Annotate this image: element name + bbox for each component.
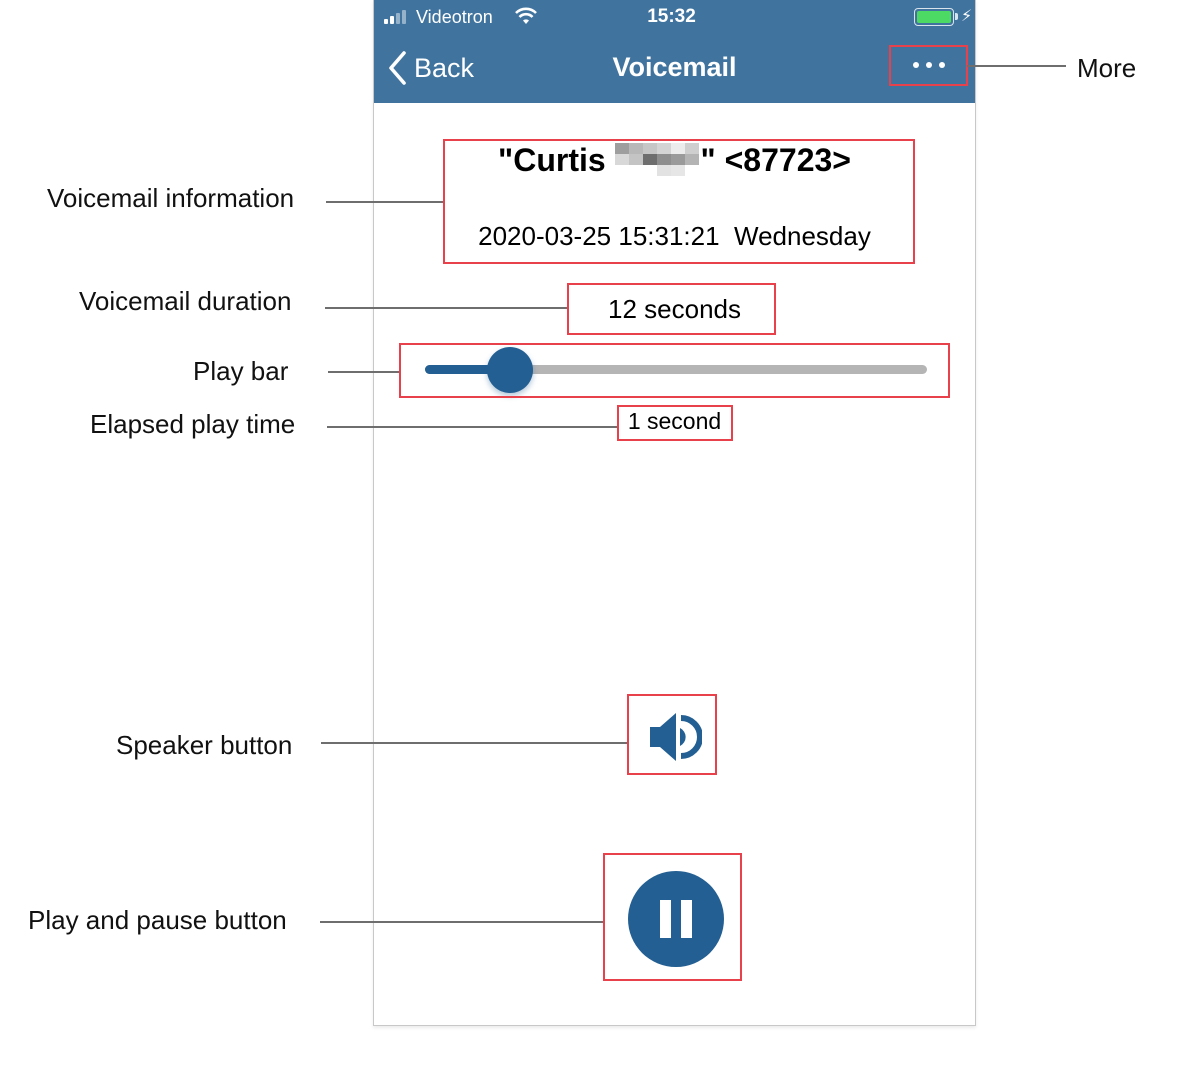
leader-speaker-button [321, 742, 627, 744]
back-button[interactable]: Back [386, 48, 474, 88]
navigation-bar: Back Voicemail [374, 34, 975, 103]
caller-name-prefix: "Curtis [498, 142, 615, 178]
leader-elapsed-time [327, 426, 617, 428]
back-label: Back [414, 52, 475, 83]
more-button[interactable] [890, 45, 968, 85]
elapsed-time: 1 second [627, 408, 722, 434]
status-bar: Videotron 15:32 ⚡︎ [374, 0, 975, 34]
phone-screen: Videotron 15:32 ⚡︎ Back Voicemail [373, 0, 976, 1026]
play-bar-thumb[interactable] [487, 347, 534, 393]
battery-tip [955, 13, 958, 20]
leader-more [967, 65, 1066, 67]
annotation-elapsed-play-time: Elapsed play time [90, 409, 296, 439]
play-pause-button[interactable] [628, 871, 724, 967]
app-header: Videotron 15:32 ⚡︎ Back Voicemail [374, 0, 975, 103]
voicemail-duration: 12 seconds [608, 294, 741, 324]
redacted-name [614, 143, 701, 177]
leader-voicemail-duration [325, 307, 567, 309]
annotation-play-pause-button: Play and pause button [28, 905, 287, 935]
ellipsis-dot [926, 62, 932, 68]
pause-icon-bar [681, 900, 692, 938]
leader-play-pause-button [320, 921, 603, 923]
annotation-speaker-button: Speaker button [116, 730, 293, 760]
play-bar-track [425, 365, 927, 374]
annotation-play-bar: Play bar [193, 356, 289, 386]
voicemail-datetime: 2020-03-25 15:31:21 Wednesday [478, 221, 871, 251]
pause-icon [660, 900, 671, 938]
charging-icon: ⚡︎ [961, 8, 973, 25]
leader-play-bar [328, 371, 399, 373]
caller-number: " <87723> [700, 142, 851, 178]
carrier-name: Videotron [416, 7, 493, 27]
leader-voicemail-information [326, 201, 443, 203]
caller-info: "Curtis " <87723> [374, 142, 975, 179]
ellipsis-icon [913, 62, 919, 68]
annotation-more: More [1077, 53, 1137, 83]
speaker-icon [650, 713, 703, 761]
status-time: 15:32 [647, 6, 696, 27]
wifi-icon [515, 7, 537, 24]
annotation-voicemail-duration: Voicemail duration [79, 286, 292, 316]
battery-icon [914, 8, 954, 26]
speaker-button[interactable] [646, 709, 703, 765]
annotation-voicemail-information: Voicemail information [47, 183, 295, 213]
chevron-left-icon [389, 51, 406, 85]
signal-strength-icon [384, 10, 406, 24]
ellipsis-dot [939, 62, 945, 68]
play-bar-progress [425, 365, 511, 374]
play-bar-slider[interactable] [425, 347, 927, 393]
